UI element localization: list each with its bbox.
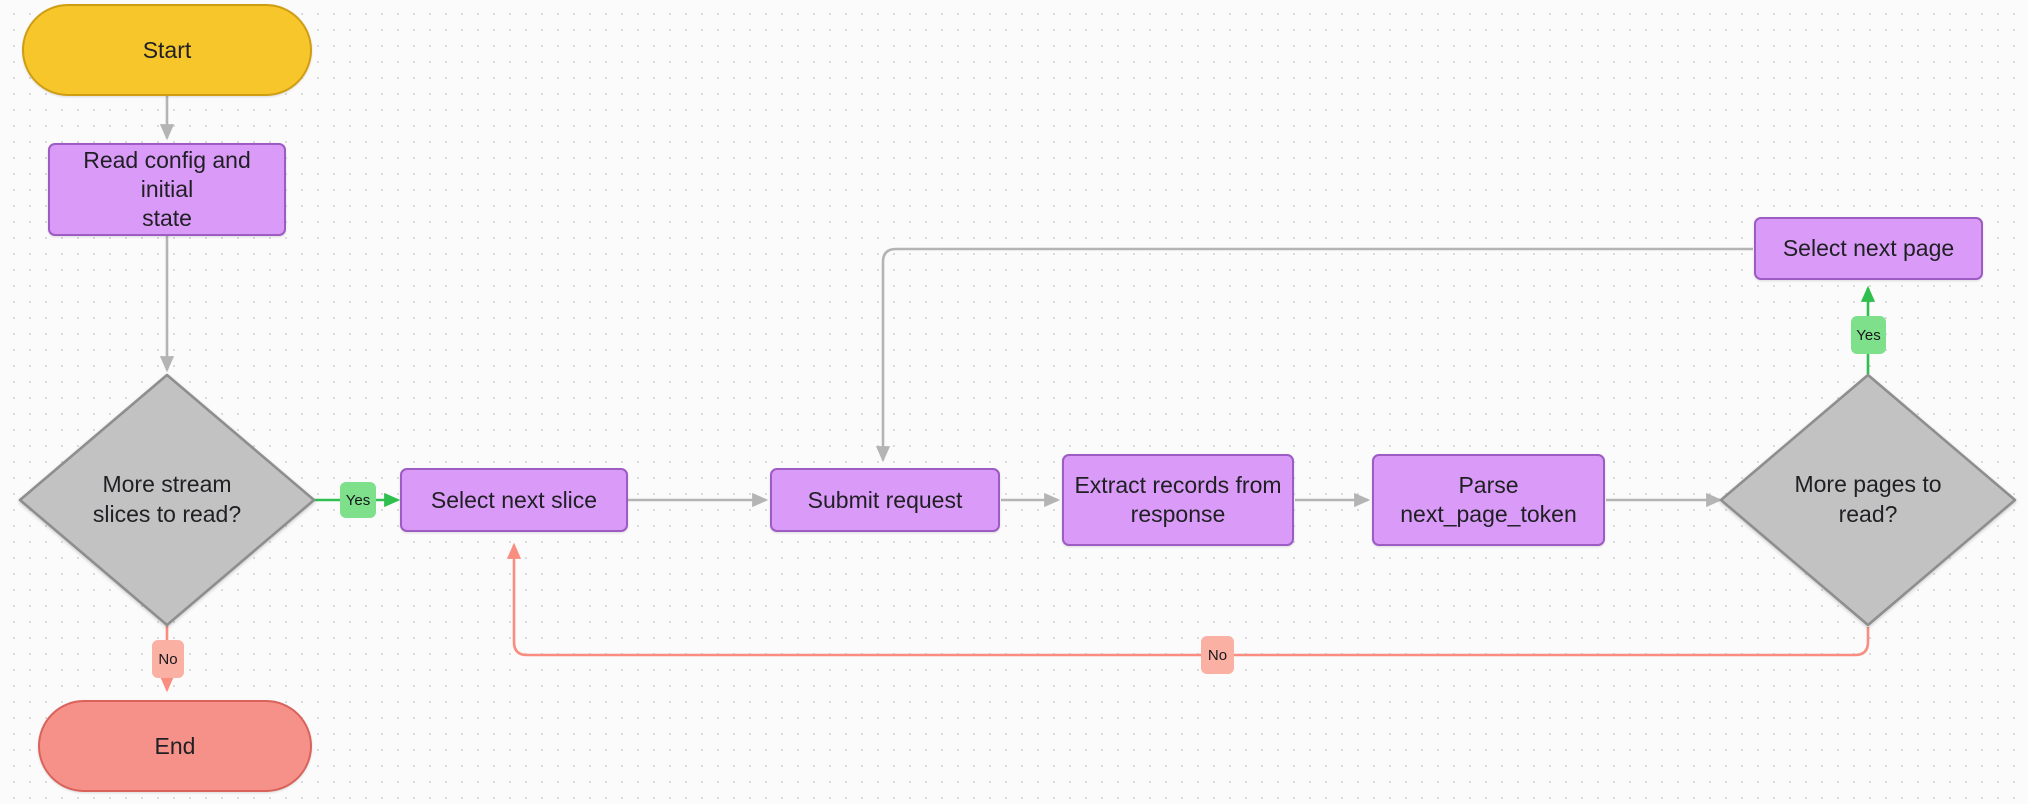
edge-label-pages-no[interactable]: No xyxy=(1201,636,1234,674)
edge-label-slices-yes[interactable]: Yes xyxy=(340,482,376,518)
node-extract-records-label: Extract records from response xyxy=(1074,472,1282,527)
node-select-next-slice-label: Select next slice xyxy=(430,486,598,513)
node-end[interactable]: End xyxy=(38,700,312,792)
node-read-config[interactable]: Read config and initial state xyxy=(48,143,286,236)
node-extract-records[interactable]: Extract records from response xyxy=(1062,454,1294,546)
node-more-stream-slices-label: More stream slices to read? xyxy=(92,471,242,527)
node-parse-next-page-token[interactable]: Parse next_page_token xyxy=(1372,454,1605,546)
node-select-next-page[interactable]: Select next page xyxy=(1754,217,1983,280)
node-parse-next-page-token-label: Parse next_page_token xyxy=(1400,472,1577,527)
edge-label-pages-yes-text: Yes xyxy=(1856,326,1881,344)
edge-label-slices-no[interactable]: No xyxy=(152,640,184,678)
node-more-pages-label: More pages to read? xyxy=(1794,471,1942,527)
node-start-label: Start xyxy=(142,36,192,63)
edge-label-slices-no-text: No xyxy=(158,650,178,668)
node-select-next-page-label: Select next page xyxy=(1782,235,1955,262)
edge-select-page-to-submit-loop xyxy=(875,247,1753,463)
edge-label-pages-yes[interactable]: Yes xyxy=(1851,316,1886,354)
node-submit-request-label: Submit request xyxy=(807,486,963,513)
edge-label-slices-yes-text: Yes xyxy=(345,491,371,509)
node-more-stream-slices[interactable]: More stream slices to read? xyxy=(20,375,314,625)
edge-more-pages-no-to-select-slice-loop xyxy=(506,542,1870,657)
node-end-label: End xyxy=(154,732,196,759)
node-select-next-slice[interactable]: Select next slice xyxy=(400,468,628,532)
node-submit-request[interactable]: Submit request xyxy=(770,468,1000,532)
edge-label-pages-no-text: No xyxy=(1207,646,1228,664)
node-start[interactable]: Start xyxy=(22,4,312,96)
node-read-config-label: Read config and initial state xyxy=(83,147,251,231)
node-more-pages[interactable]: More pages to read? xyxy=(1721,375,2015,625)
